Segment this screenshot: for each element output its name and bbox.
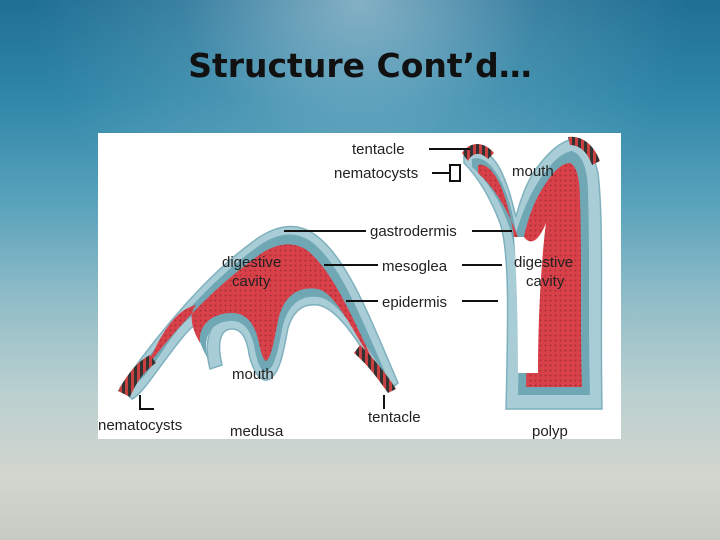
cnidarian-body-forms-diagram: tentacle nematocysts mouth gastrodermis … <box>98 133 621 440</box>
leader-lines <box>139 148 512 410</box>
label-digestive-medusa-2: cavity <box>232 273 271 290</box>
medusa-shape <box>118 225 399 400</box>
label-epidermis: epidermis <box>382 294 447 311</box>
label-mouth-medusa: mouth <box>232 366 274 383</box>
label-polyp: polyp <box>532 423 568 439</box>
label-digestive-polyp-1: digestive <box>514 254 573 271</box>
label-digestive-medusa-1: digestive <box>222 254 281 271</box>
label-mesoglea: mesoglea <box>382 258 448 275</box>
label-tentacle-top: tentacle <box>352 141 405 158</box>
diagram-svg: tentacle nematocysts mouth gastrodermis … <box>98 136 603 440</box>
polyp-tentacle-right <box>568 136 600 165</box>
medusa-tentacle-left <box>118 355 156 397</box>
label-tentacle-bottom: tentacle <box>368 409 421 426</box>
polyp-shape <box>462 136 603 410</box>
leader-nematocysts-top <box>432 164 461 182</box>
label-nematocysts-top: nematocysts <box>334 165 418 182</box>
label-medusa: medusa <box>230 423 284 439</box>
slide-title: Structure Cont’d… <box>188 46 532 85</box>
label-digestive-polyp-2: cavity <box>526 273 565 290</box>
polyp-digestive-cavity <box>514 223 546 373</box>
label-gastrodermis: gastrodermis <box>370 223 457 240</box>
label-mouth-polyp: mouth <box>512 163 554 180</box>
medusa-gastrodermis-texture <box>138 244 378 379</box>
leader-nematocysts-bottom <box>139 395 154 410</box>
label-nematocysts-bottom: nematocysts <box>98 417 182 434</box>
medusa-tentacle-right <box>354 345 396 393</box>
